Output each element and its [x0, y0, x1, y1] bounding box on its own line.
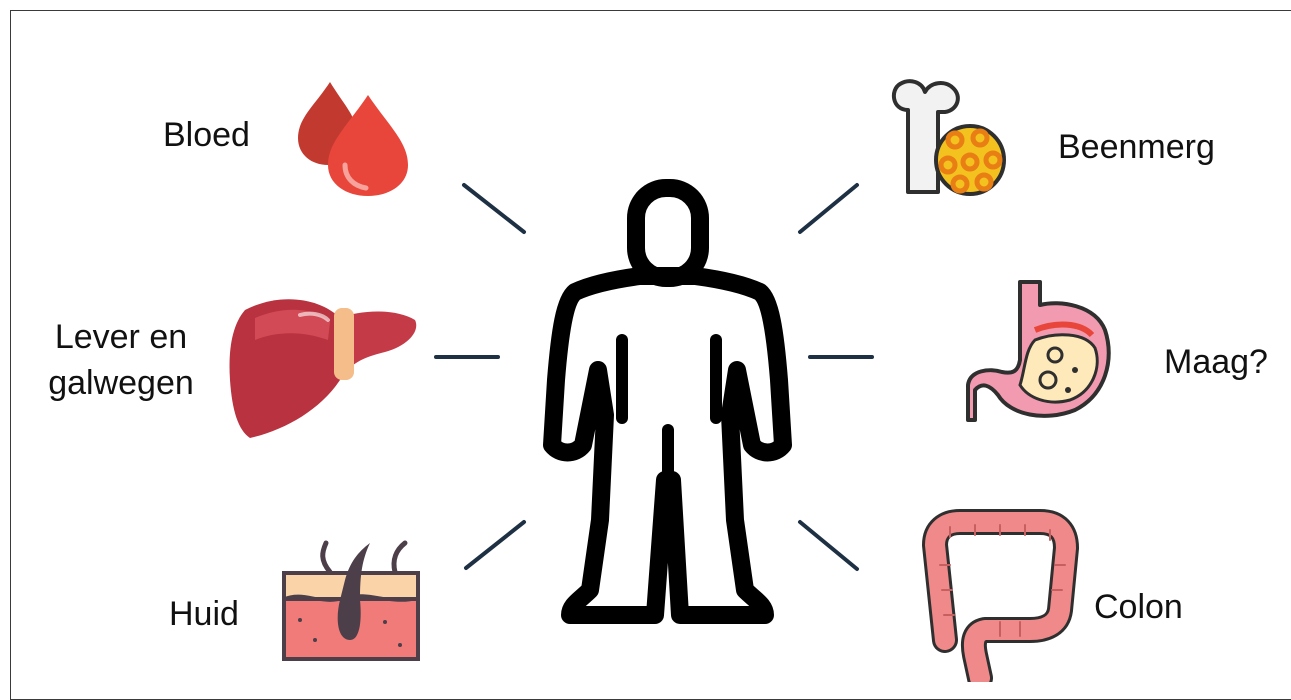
label-stomach: Maag?: [1164, 339, 1268, 385]
label-bone-marrow: Beenmerg: [1058, 124, 1215, 170]
liver-icon: [230, 299, 417, 438]
label-liver-line-1: Lever en: [40, 314, 202, 360]
connector-blood: [464, 185, 524, 232]
connector-bone-marrow: [800, 185, 857, 232]
label-liver-line-2: galwegen: [40, 360, 202, 406]
skin-hair-icon: [284, 543, 418, 659]
label-liver: Lever en galwegen: [40, 314, 202, 406]
bone-marrow-icon: [894, 81, 1004, 194]
human-figure-icon: [552, 188, 783, 615]
label-colon: Colon: [1094, 584, 1183, 630]
colon-icon: [935, 522, 1066, 678]
label-blood: Bloed: [163, 112, 250, 158]
connector-skin: [466, 522, 524, 568]
stomach-icon: [968, 282, 1109, 420]
label-skin: Huid: [169, 591, 239, 637]
blood-drops-icon: [298, 82, 408, 196]
connector-colon: [800, 522, 857, 569]
